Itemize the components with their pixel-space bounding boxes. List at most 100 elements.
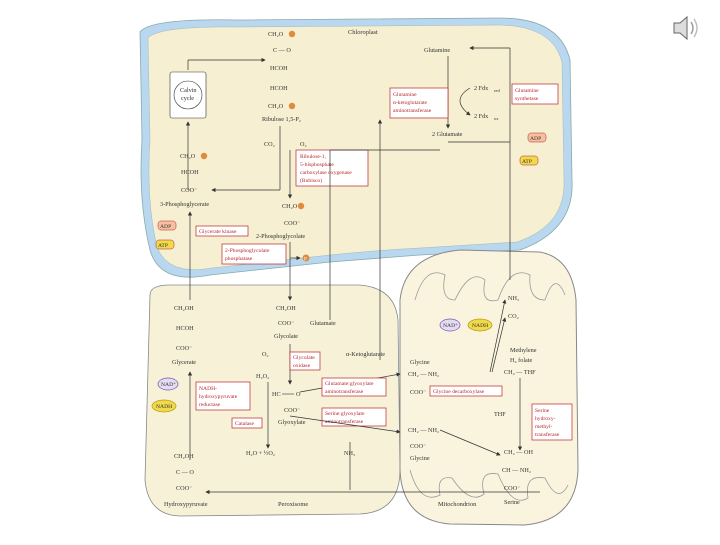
pg2-c2: COO⁻ bbox=[284, 220, 300, 227]
pg2-p bbox=[297, 202, 305, 210]
calvin-label-2: cycle bbox=[181, 95, 194, 102]
rubp-c2: C — O bbox=[273, 47, 291, 54]
calvin-cycle-circle bbox=[173, 80, 203, 110]
pg3-name: 3-Phosphoglycerate bbox=[160, 201, 209, 208]
glycolate-c2: COO⁻ bbox=[278, 320, 294, 327]
gdc-label: Glycine decarboxylase bbox=[433, 389, 485, 395]
nadh-mito: NADH bbox=[472, 323, 488, 329]
glycolate-c1: CH₂OH bbox=[276, 305, 296, 312]
pg3-c3: COO⁻ bbox=[181, 187, 197, 194]
arrow-to-co2 bbox=[491, 317, 507, 373]
oxoglutarate-label: α-Ketoglutarate bbox=[346, 351, 385, 358]
adp-right: ADP bbox=[530, 136, 541, 142]
mito-cristae bbox=[414, 272, 566, 302]
calvin-cycle-box bbox=[169, 71, 207, 119]
pg3-c2: HCOH bbox=[181, 169, 199, 176]
glycerate-name: Glycerate bbox=[172, 359, 196, 366]
water-label: H₂O + ½O₂ bbox=[246, 450, 275, 457]
glycine-low-coo: COO⁻ bbox=[410, 443, 426, 450]
arrow-to-nh3 bbox=[489, 299, 507, 373]
pg2-name: 2-Phosphoglycolate bbox=[256, 233, 305, 240]
catalase-label: Catalase bbox=[235, 421, 254, 427]
fdx-red-sub: red bbox=[494, 88, 500, 93]
mitochondrion-label: Mitochondrion bbox=[438, 501, 477, 508]
ggat-line-1: Glutamate:glyoxylate bbox=[325, 381, 374, 387]
rubp-name: Ribulose 1,5-P₂ bbox=[262, 116, 301, 123]
gdc-box bbox=[429, 385, 503, 397]
glycolate-name: Glycolate bbox=[274, 333, 298, 340]
methylene-2: H₄ folate bbox=[510, 357, 533, 364]
glycerate-kinase-label: Glycerate kinase bbox=[199, 229, 237, 235]
rubp-c4: HCOH bbox=[270, 85, 288, 92]
shmt-line-2: hydroxy- bbox=[535, 416, 556, 422]
shmt-line-3: methyl- bbox=[535, 424, 553, 430]
rubp-p1 bbox=[288, 30, 296, 38]
rubisco-line-4: (Rubisco) bbox=[300, 177, 322, 184]
methylene-1: Methylene bbox=[510, 347, 537, 354]
rubp-p2 bbox=[288, 102, 296, 110]
glycine-low: Glycine bbox=[410, 455, 430, 462]
hpr-line-1: NADH- bbox=[199, 386, 217, 392]
co2-mito: CO₂ bbox=[508, 313, 519, 320]
nh3-mito: NH₃ bbox=[508, 295, 519, 302]
gogat-line-1: Glutamine bbox=[393, 92, 417, 98]
pgp-box bbox=[221, 243, 287, 265]
glyox-coo: COO⁻ bbox=[284, 407, 300, 414]
fdx-ox-sub: ox bbox=[494, 116, 499, 121]
nh3-bottom: NH₃ bbox=[344, 450, 355, 457]
gs-box bbox=[511, 83, 559, 105]
glycolate-oxidase-line-1: Glycolate bbox=[293, 355, 315, 361]
pi-circle bbox=[302, 254, 310, 262]
arrow-sgat bbox=[289, 415, 401, 434]
speaker-icon[interactable] bbox=[668, 10, 704, 46]
sgat-line-1: Serine:glyoxylate bbox=[325, 411, 365, 417]
hpr-line-3: reductase bbox=[199, 402, 221, 408]
glycine-coo: COO⁻ bbox=[410, 389, 426, 396]
glycine-top: Glycine bbox=[410, 359, 430, 366]
calvin-label-1: Calvin bbox=[180, 87, 197, 94]
chloroplast-label: Chloroplast bbox=[348, 29, 378, 36]
pg2-c1: CH₂O bbox=[282, 203, 298, 210]
hp-c2: C — O bbox=[176, 469, 194, 476]
nad-mito: NAD⁺ bbox=[443, 322, 458, 329]
adp-left-badge bbox=[157, 220, 177, 231]
sgat-box bbox=[321, 407, 387, 427]
shmt-box bbox=[531, 403, 573, 441]
rubisco-box bbox=[295, 149, 369, 187]
sgat-line-2: aminotransferase bbox=[325, 418, 364, 425]
hp-c1: CH₂OH bbox=[174, 453, 194, 460]
nadh-mito-badge bbox=[467, 318, 493, 332]
glyoxylate-name: Glyoxylate bbox=[278, 419, 306, 426]
glycolate-oxidase-line-2: oxidase bbox=[293, 363, 311, 369]
nad-perox: NAD⁺ bbox=[161, 381, 176, 388]
pg3-c1: CH₂O bbox=[180, 153, 196, 160]
peroxisome bbox=[144, 284, 401, 517]
shmt-line-1: Serine bbox=[535, 408, 550, 414]
glycine-ch2: CH₂ — NH₂ bbox=[408, 371, 439, 378]
adp-right-badge bbox=[527, 132, 547, 143]
glyox-hc: HC bbox=[272, 391, 281, 398]
rubp-c3: HCOH bbox=[270, 65, 288, 72]
fdx-ox: 2 Fdx bbox=[474, 113, 489, 120]
nadh-perox: NADH bbox=[156, 404, 172, 410]
hpr-box bbox=[195, 381, 251, 411]
atp-right: ATP bbox=[522, 159, 532, 165]
glycine-low-ch2: CH₂ — NH₂ bbox=[408, 427, 439, 434]
glycerate-c3: COO⁻ bbox=[176, 345, 192, 352]
gogat-line-2: α-ketoglutarate bbox=[393, 100, 428, 106]
glycerate-c2: HCOH bbox=[176, 325, 194, 332]
serine-c2: CH — NH₂ bbox=[502, 467, 531, 474]
pi-text: P bbox=[304, 258, 307, 263]
hp-name: Hydroxypyruvate bbox=[164, 501, 208, 508]
rubp-c1: CH₂O bbox=[268, 31, 284, 38]
nad-mito-badge bbox=[439, 318, 461, 332]
serine-name: Serine bbox=[504, 499, 520, 506]
hpr-line-2: hydroxypyruvate bbox=[199, 394, 238, 400]
atp-right-badge bbox=[519, 155, 539, 166]
ggat-box bbox=[321, 377, 387, 397]
gogat-box bbox=[389, 87, 449, 119]
gs-line-1: Glutamine bbox=[515, 88, 539, 94]
nad-perox-badge bbox=[157, 377, 179, 391]
shmt-line-4: transferase bbox=[535, 431, 560, 438]
